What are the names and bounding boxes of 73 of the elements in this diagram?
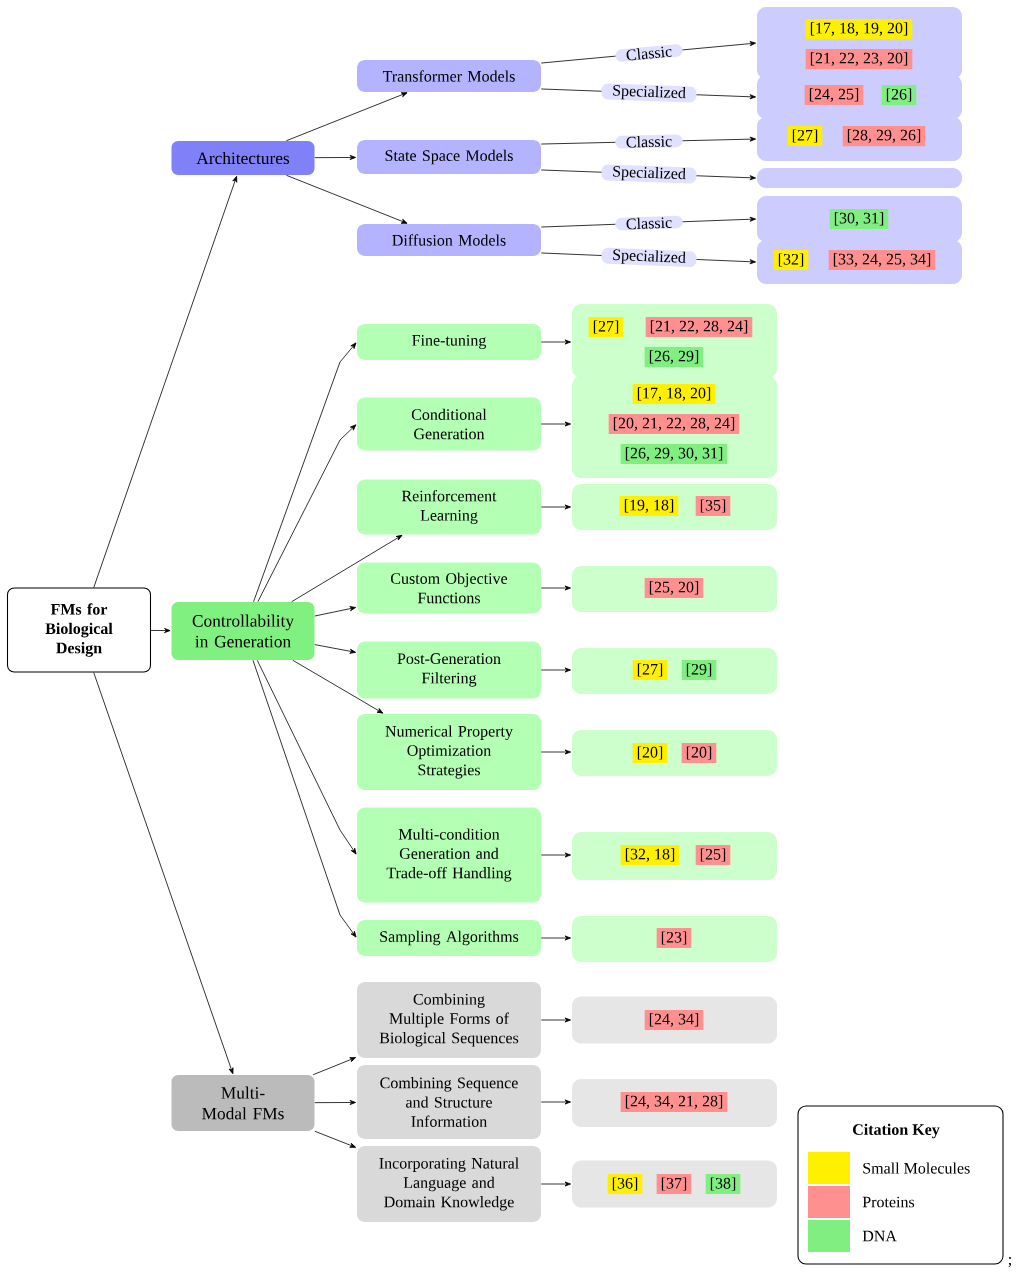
citation-chip: [37] — [656, 1174, 692, 1194]
subcategory-box: Fine-tuning — [357, 324, 541, 360]
citation-chip: [27] — [632, 660, 668, 680]
arrow — [540, 749, 571, 755]
subcategory-box: Custom Objective Functions — [357, 562, 541, 614]
arrow — [540, 1181, 571, 1187]
edge-label: Classic — [615, 44, 683, 62]
citation-chip: [27] — [588, 317, 624, 337]
arrow — [253, 342, 357, 603]
subcategory-box: Reinforcement Learning — [357, 479, 541, 535]
arrow — [256, 659, 357, 855]
category-box: Multi-Modal FMs — [171, 1075, 315, 1131]
legend-label: Small Molecules — [863, 1162, 970, 1174]
citation-chip: [27] — [787, 126, 823, 146]
arrow — [540, 585, 571, 591]
citation-chip: [23] — [656, 928, 692, 948]
subcategory-box: Combining Sequence and Structure Information — [357, 1065, 541, 1139]
subcategory-box: Incorporating Natural Language and Domain Knowledge — [357, 1146, 541, 1222]
subcategory-box: State Space Models — [357, 140, 541, 174]
citation-chip: [20] — [681, 743, 717, 763]
arrow — [314, 1100, 356, 1105]
arrow — [285, 92, 408, 142]
edge-label: Classic — [615, 134, 683, 149]
citation-chip: [25] — [695, 845, 731, 865]
subcategory-box: Multi-condition Generation and Trade-off Handling — [357, 807, 541, 903]
arrow — [93, 175, 238, 588]
punctuation-mark: ; — [1008, 1257, 1011, 1267]
arrow — [540, 852, 571, 858]
arrow — [285, 174, 408, 224]
citation-chip: [32] — [773, 250, 809, 270]
arrow — [150, 628, 171, 634]
category-box: Architectures — [171, 141, 315, 175]
category-box: Controllability in Generation — [171, 602, 315, 660]
edge-label: Specialized — [601, 83, 697, 103]
citation-chip: [36] — [607, 1174, 643, 1194]
arrow — [540, 935, 571, 941]
arrow — [314, 606, 356, 617]
citation-chip: [29] — [681, 660, 717, 680]
citation-chip: [26] — [881, 85, 917, 105]
tree-root-box: FMs for Biological Design — [6, 587, 152, 673]
subcategory-box: Combining Multiple Forms of Biological Sequences — [357, 982, 541, 1058]
arrow — [314, 644, 356, 654]
arrow — [540, 1017, 571, 1023]
arrow — [314, 155, 356, 160]
arrow — [314, 1130, 357, 1148]
arrow — [540, 667, 571, 673]
arrow — [312, 1057, 357, 1076]
legend-label: Proteins — [862, 1196, 915, 1208]
citation-chip: [38] — [705, 1174, 741, 1194]
subcategory-box: Numerical Property Optimization Strategies — [357, 714, 541, 790]
edge-label: Specialized — [601, 247, 697, 268]
arrow — [540, 504, 571, 510]
subcategory-box: Diffusion Models — [357, 224, 541, 256]
arrow — [540, 421, 571, 427]
legend-title: Citation Key — [853, 1123, 940, 1139]
arrow — [540, 1099, 571, 1105]
arrow — [292, 659, 384, 714]
subcategory-box: Sampling Algorithms — [357, 920, 541, 956]
citation-box — [572, 916, 777, 962]
citation-chip: [35] — [695, 496, 731, 516]
citation-chip: [20] — [632, 743, 668, 763]
edge-label: Specialized — [601, 164, 697, 184]
legend-label: DNA — [862, 1230, 897, 1242]
arrow — [93, 672, 234, 1075]
subcategory-box: Transformer Models — [357, 60, 541, 92]
arrow — [252, 659, 357, 938]
edge-label: Classic — [615, 215, 683, 231]
subcategory-box: Conditional Generation — [357, 397, 541, 451]
citation-box — [757, 168, 962, 188]
arrow — [291, 534, 403, 603]
subcategory-box: Post-Generation Filtering — [357, 641, 541, 699]
arrow — [257, 424, 357, 603]
arrow — [540, 339, 571, 345]
